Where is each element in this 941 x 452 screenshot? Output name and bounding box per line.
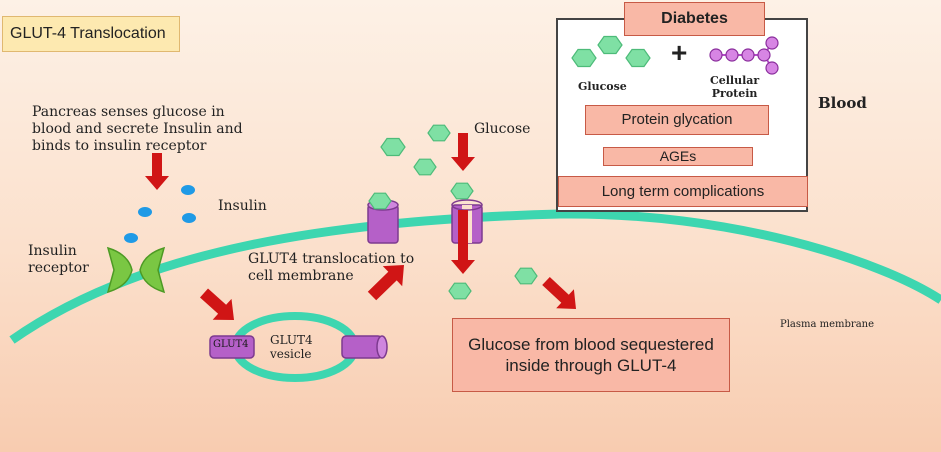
step-box: Protein glycation [585, 105, 769, 135]
glucose-hexagon [427, 124, 451, 142]
glut4-tag-label: GLUT4 [213, 339, 249, 350]
step-protein-glycation: Protein glycation [621, 111, 733, 128]
title-box: GLUT-4 Translocation [2, 16, 180, 52]
arrow-to-sequestered [542, 277, 576, 309]
diabetes-panel-graphics [571, 35, 779, 75]
insulin-dot [138, 207, 152, 217]
glucose-hexagon [448, 282, 472, 300]
step-box: Long term complications [558, 176, 808, 207]
glut4-vesicle-channel-right-icon [341, 335, 388, 359]
glut4-translocation-label: GLUT4 translocation to cell membrane [248, 251, 415, 284]
plasma-membrane-label: Plasma membrane [780, 319, 875, 330]
glucose-hexagon [368, 192, 392, 210]
arrow-to-membrane [367, 265, 404, 301]
arrow-glucose-down [451, 133, 475, 171]
sequestered-box: Glucose from blood sequestered inside th… [452, 318, 730, 392]
step-box: AGEs [603, 147, 753, 166]
arrow-to-vesicle [200, 288, 234, 320]
glut4-vesicle-label: GLUT4 vesicle [270, 333, 313, 361]
glucose-hexagon [571, 48, 597, 68]
insulin-receptor-icon [106, 246, 166, 294]
protein-bead [741, 48, 755, 62]
glucose-hexagon [450, 182, 474, 200]
protein-bead [709, 48, 723, 62]
glucose-label: Glucose [474, 121, 531, 137]
pancreas-note: Pancreas senses glucose in blood and sec… [32, 104, 243, 154]
plus-sign: + [671, 37, 688, 68]
insulin-molecules [124, 185, 196, 243]
glucose-hexagon [380, 137, 406, 157]
protein-bead [757, 48, 771, 62]
protein-bead [725, 48, 739, 62]
blood-label: Blood [818, 94, 867, 112]
glucose-hexagon [625, 48, 651, 68]
insulin-dot [124, 233, 138, 243]
sequestered-text: Glucose from blood sequestered inside th… [468, 335, 714, 375]
cellular-protein-icon [709, 36, 779, 75]
title: GLUT-4 Translocation [10, 25, 166, 42]
diabetes-header: Diabetes [661, 10, 728, 27]
insulin-dot [182, 213, 196, 223]
cellular-protein-label: Cellular Protein [710, 74, 760, 100]
glucose-molecules [368, 124, 538, 300]
glucose-hexagon [413, 158, 437, 176]
insulin-dot [181, 185, 195, 195]
diabetes-header-box: Diabetes [624, 2, 765, 36]
step-ages: AGEs [659, 148, 697, 164]
insulin-label: Insulin [218, 198, 267, 214]
arrow-pancreas-down [145, 153, 169, 190]
insulin-receptor-label: Insulin receptor [28, 243, 89, 276]
arrow-through-glut4 [451, 210, 475, 274]
step-long-term-complications: Long term complications [601, 183, 765, 200]
protein-bead [765, 61, 779, 75]
plasma-membrane [9, 209, 941, 344]
glucose-hexagon [514, 267, 538, 285]
glut4-vesicle-channel-left-icon [209, 335, 255, 359]
protein-bead [765, 36, 779, 50]
glucose-hexagon [597, 35, 623, 55]
panel-glucose-label: Glucose [578, 80, 627, 93]
panel-glucose-icons [571, 35, 651, 68]
